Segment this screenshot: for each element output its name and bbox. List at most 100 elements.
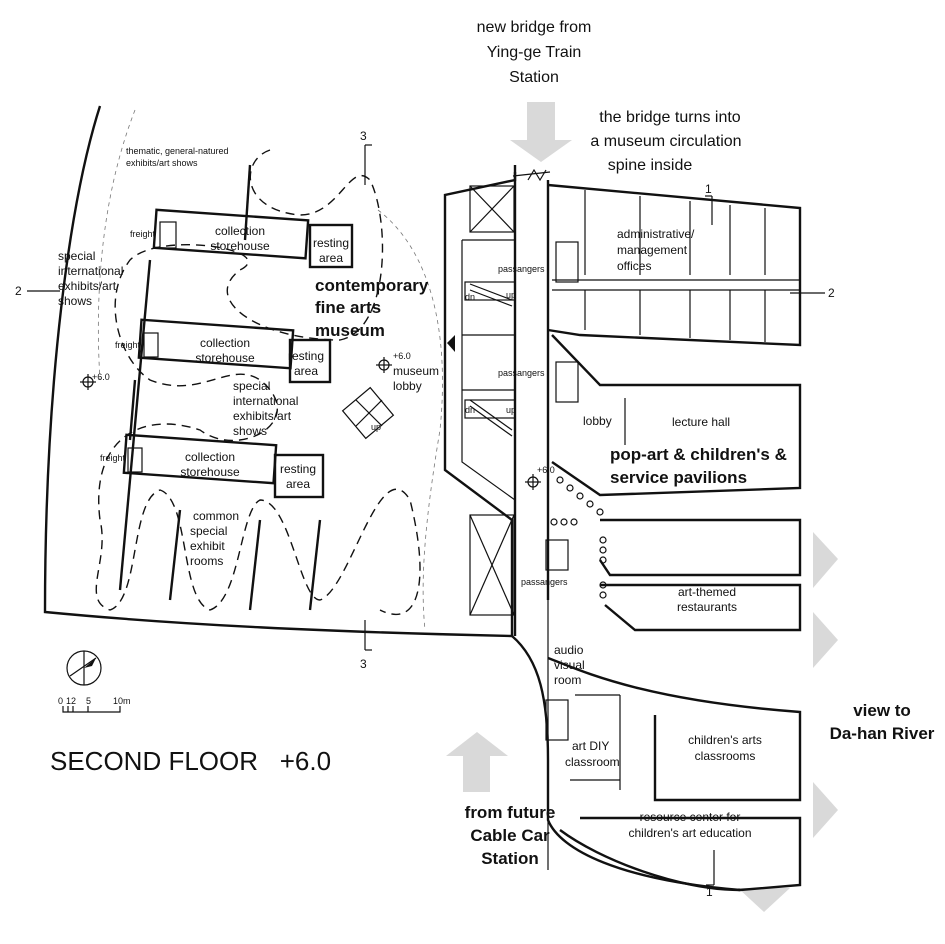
passangers-label-1: passangers [498,264,545,274]
thematic-label-1: thematic, general-natured [126,146,229,156]
inner-dashed-boundary [97,109,443,631]
svg-text:resting: resting [288,349,324,363]
level-spine: +6.0 [537,465,555,475]
bridge-turns-label: the bridge turns into a museum circulati… [590,109,741,174]
dn-label-1: dn [465,292,475,302]
svg-text:freight: freight [115,340,141,350]
special-mid-label: special international exhibits/art shows [233,379,298,438]
scale-bar: 0 1 2 5 10m [58,696,131,713]
from-future-label: from future Cable Car Station [465,803,556,868]
svg-text:service pavilions: service pavilions [610,468,747,487]
passangers-label-2: passangers [498,368,545,378]
circulation-route [95,149,421,616]
lobby-label: lobby [583,414,612,428]
svg-text:restaurants: restaurants [677,600,737,614]
svg-text:area: area [319,251,343,265]
column-dots [550,476,607,599]
svg-text:special: special [233,379,270,393]
resting-labels: resting area resting area resting area [280,236,349,491]
art-diy-label: art DIY classroom [565,739,620,769]
svg-text:exhibit: exhibit [190,539,225,553]
svg-text:pop-art & children's &: pop-art & children's & [610,445,787,464]
arrow-right-3 [813,782,838,838]
childrens-classrooms-label: children's arts classrooms [688,733,762,763]
svg-text:spine inside: spine inside [608,157,693,174]
arrow-right-2 [813,612,838,668]
section-3-top: 3 [360,129,367,143]
up-label-stair: up [371,422,381,432]
svg-text:the bridge turns into: the bridge turns into [599,109,741,126]
svg-text:collection: collection [215,224,265,238]
arrow-up-cable-car [446,732,508,792]
svg-text:2: 2 [71,696,76,706]
view-to-river-label: view to Da-han River [830,701,935,743]
contemporary-museum-label: contemporary fine arts museum [315,276,429,340]
svg-text:art-themed: art-themed [678,585,736,599]
svg-text:international: international [58,264,123,278]
svg-text:Cable Car: Cable Car [470,826,550,845]
svg-text:10m: 10m [113,696,131,706]
svg-text:visual: visual [554,658,585,672]
svg-text:collection: collection [185,450,235,464]
admin-label: administrative/ management offices [617,227,695,273]
svg-text:management: management [617,243,688,257]
common-rooms-label: common special exhibit rooms [190,509,239,568]
floor-title: SECOND FLOOR +6.0 [50,746,331,776]
arrow-down-bottom [738,888,790,912]
museum-lobby-label: museum lobby [393,364,439,393]
svg-text:a museum circulation: a museum circulation [590,133,741,150]
level-lobby: +6.0 [393,351,411,361]
svg-text:1: 1 [66,696,71,706]
lecture-hall-label: lecture hall [672,415,730,429]
svg-text:freight: freight [130,229,156,239]
direction-arrows [446,102,838,912]
svg-text:Ying-ge Train: Ying-ge Train [487,44,582,61]
thematic-label-2: exhibits/art shows [126,158,198,168]
svg-text:international: international [233,394,298,408]
freight-labels: freight freight freight [100,229,156,463]
dn-label-2: dn [465,405,475,415]
svg-text:special: special [190,524,227,538]
svg-text:collection: collection [200,336,250,350]
svg-text:classroom: classroom [565,755,620,769]
circulation-spine [447,168,579,870]
svg-text:fine arts: fine arts [315,298,381,317]
svg-text:rooms: rooms [190,554,223,568]
svg-text:view to: view to [853,701,911,720]
svg-text:storehouse: storehouse [180,465,240,479]
svg-text:Station: Station [481,849,539,868]
museum-rooms [118,164,395,611]
section-markers: 3 3 2 2 1 1 [15,129,835,899]
svg-text:storehouse: storehouse [210,239,270,253]
svg-text:resting: resting [313,236,349,250]
svg-text:lobby: lobby [393,379,422,393]
svg-text:offices: offices [617,259,651,273]
right-pavilions [511,183,802,892]
svg-text:area: area [294,364,318,378]
up-label-1: up [506,290,516,300]
svg-text:museum: museum [393,364,439,378]
arrow-right-1 [813,532,838,588]
svg-text:shows: shows [58,294,92,308]
museum-outline [43,105,517,638]
audio-visual-label: audio visual room [554,643,585,687]
svg-text:common: common [193,509,239,523]
level-markers: +6.0 +6.0 +6.0 [80,351,555,490]
svg-text:children's arts: children's arts [688,733,762,747]
svg-text:administrative/: administrative/ [617,227,695,241]
svg-text:museum: museum [315,321,385,340]
arrow-down-bridge [510,102,572,162]
collection-labels: collection storehouse collection storeho… [180,224,270,479]
section-1-top: 1 [705,182,712,196]
svg-text:contemporary: contemporary [315,276,429,295]
svg-text:shows: shows [233,424,267,438]
svg-text:freight: freight [100,453,126,463]
svg-text:resting: resting [280,462,316,476]
svg-text:storehouse: storehouse [195,351,255,365]
restaurants-label: art-themed restaurants [677,585,737,614]
passangers-label-3: passangers [521,577,568,587]
pop-art-label: pop-art & children's & service pavilions [610,445,787,487]
section-2-left: 2 [15,284,22,298]
level-left: +6.0 [92,372,110,382]
